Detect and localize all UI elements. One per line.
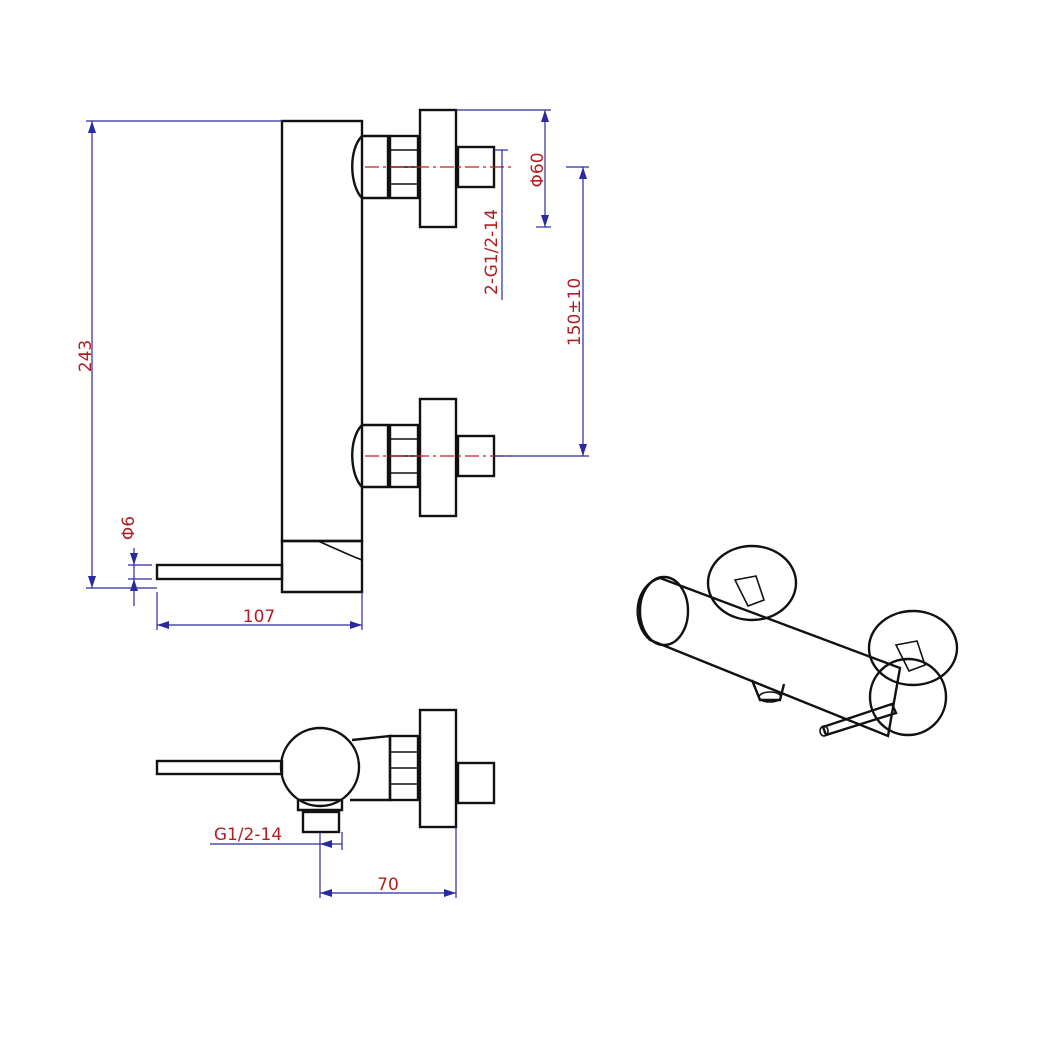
lower-connector	[351, 397, 512, 518]
iso-flange-right	[867, 609, 959, 687]
iso-nut-left	[733, 575, 766, 608]
top-outlet	[301, 810, 341, 834]
iso-lever	[821, 702, 898, 737]
top-inlet-pipe	[456, 761, 496, 805]
dim-107-label: 107	[243, 607, 275, 627]
upper-union-nut	[351, 134, 390, 200]
top-view: G1/2-14 70	[155, 708, 496, 898]
dim-phi6-label: Φ6	[119, 516, 139, 540]
dim-70-label: 70	[377, 875, 399, 895]
dim-outlet-thread-label: G1/2-14	[214, 825, 282, 845]
front-view: 243 Φ6 107 2-G1/2-14 Φ60 150±10	[76, 108, 589, 630]
iso-handle-cap	[868, 657, 948, 737]
upper-connector	[351, 108, 512, 229]
top-body	[350, 734, 392, 802]
iso-flange-left	[706, 544, 798, 622]
top-flange	[418, 708, 458, 829]
dim-phi60-label: Φ60	[528, 152, 548, 187]
upper-flange	[418, 108, 458, 229]
lower-flange	[418, 397, 458, 518]
iso-body	[636, 576, 902, 738]
mixer-body	[280, 119, 364, 543]
handle-cap	[280, 539, 364, 594]
lower-union-nut	[351, 423, 390, 489]
top-lever-rod	[155, 759, 284, 776]
lever-rod	[155, 563, 284, 581]
iso-nut-right	[894, 640, 927, 673]
top-outlet-base	[296, 798, 344, 812]
iso-body-end	[638, 575, 690, 647]
isometric-view	[636, 544, 959, 738]
top-handle-circle	[279, 726, 361, 808]
dim-243-label: 243	[76, 340, 96, 372]
dim-150-label: 150±10	[565, 278, 585, 346]
dim-inlet-thread-label: 2-G1/2-14	[482, 209, 502, 295]
iso-outlet	[750, 679, 786, 702]
